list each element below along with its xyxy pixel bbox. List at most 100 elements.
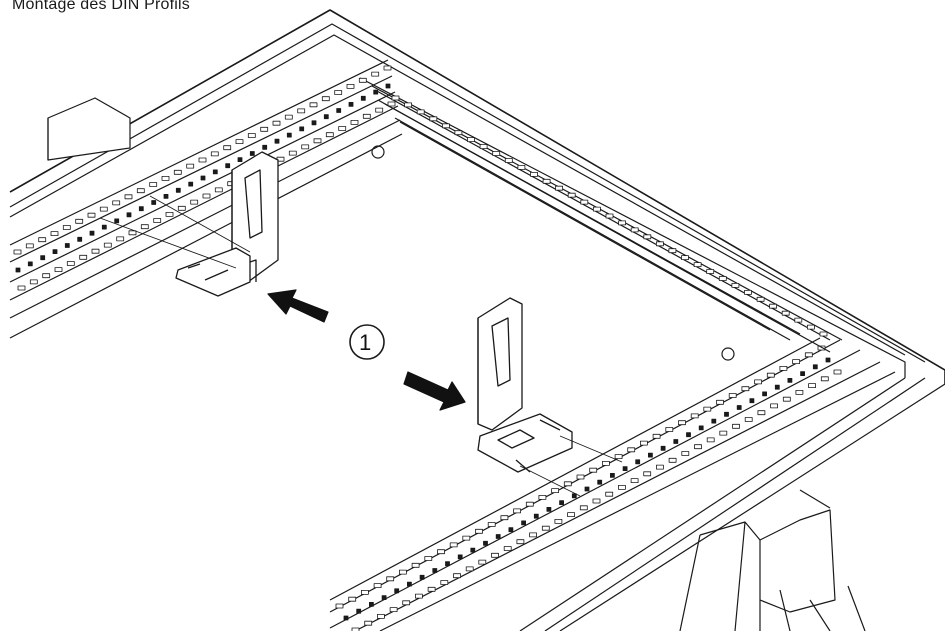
rail-hole: [343, 615, 349, 621]
rail-hole: [212, 169, 218, 175]
rail-hole: [336, 108, 342, 113]
rail-hole: [358, 77, 367, 83]
rail-hole: [627, 447, 636, 453]
rail-hole: [525, 501, 534, 507]
rail-hole: [427, 586, 436, 592]
rail-hole: [503, 546, 512, 551]
rail-hole: [356, 608, 362, 614]
rail-hole: [404, 102, 413, 108]
rail-hole: [103, 242, 112, 248]
rail-hole: [25, 243, 34, 249]
rail-hole: [140, 224, 149, 230]
rail-hole: [635, 459, 641, 465]
rail-hole: [817, 345, 826, 351]
rail-hole: [656, 464, 664, 470]
rail-hole: [398, 569, 407, 575]
rail-hole: [385, 83, 391, 89]
rail-hole: [698, 425, 704, 431]
rail-hole: [567, 192, 576, 198]
rail-hole: [567, 512, 575, 517]
rail-hole: [325, 132, 334, 138]
rail-hole: [630, 227, 639, 233]
rail-hole: [17, 285, 26, 291]
rail-hole: [660, 445, 666, 451]
rail-hole: [286, 132, 292, 138]
rail-hole: [114, 218, 120, 224]
rail-hole: [126, 212, 132, 218]
rail-hole: [576, 474, 585, 480]
rail-hole: [719, 430, 728, 436]
callout-1: 1: [349, 324, 385, 360]
rail-hole: [249, 151, 255, 156]
callout-number: 1: [359, 330, 371, 355]
rail-hole: [716, 399, 724, 405]
rail-hole: [128, 230, 137, 236]
rail-hole: [741, 386, 750, 392]
rail-hole: [387, 101, 396, 107]
rail-hole: [411, 562, 420, 568]
rail-hole: [214, 187, 223, 193]
rail-hole: [580, 199, 589, 205]
rail-hole: [516, 539, 525, 545]
right-bracket: [477, 297, 623, 497]
rail-hole: [38, 237, 47, 243]
rail-hole: [66, 261, 75, 266]
rail-hole: [406, 581, 412, 587]
rail-hole: [313, 138, 322, 144]
rail-hole: [690, 413, 699, 419]
rail-hole: [173, 169, 182, 175]
arrow-right-icon: [403, 371, 466, 411]
rail-hole: [706, 269, 715, 274]
rail-hole: [64, 243, 70, 248]
rail-hole: [787, 377, 793, 383]
rail-hole: [323, 114, 329, 120]
rail-hole: [656, 241, 664, 247]
rail-hole: [364, 620, 373, 626]
rail-hole: [190, 199, 199, 205]
rail-hole: [348, 102, 354, 107]
rail-hole: [297, 108, 306, 114]
rail-hole: [274, 138, 280, 144]
rail-hole: [718, 276, 727, 281]
rail-hole: [517, 164, 526, 170]
rail-hole: [334, 90, 343, 95]
rail-hole: [441, 123, 450, 129]
rail-hole: [161, 175, 170, 181]
rail-hole: [101, 224, 107, 230]
rail-hole: [373, 89, 379, 95]
rail-hole: [165, 211, 174, 217]
rail-hole: [678, 420, 686, 426]
rail-hole: [770, 403, 778, 409]
rail-hole: [500, 515, 509, 521]
left-bracket: [99, 151, 279, 297]
rail-hole: [247, 133, 256, 138]
rail-hole: [665, 427, 674, 432]
rail-hole: [630, 478, 639, 484]
rail-hole: [437, 549, 445, 555]
rail-hole: [383, 65, 392, 71]
rail-hole: [711, 418, 717, 424]
rail-hole: [622, 466, 628, 472]
rail-hole: [371, 71, 380, 77]
rail-hole: [703, 406, 712, 412]
rail-hole: [429, 116, 438, 122]
rail-hole: [116, 236, 125, 242]
rail-hole: [728, 393, 737, 398]
rail-hole: [163, 193, 169, 199]
rail-hole: [198, 157, 207, 163]
bottom-rail-holes: [335, 345, 842, 631]
rail-hole: [643, 234, 652, 240]
rail-hole: [754, 379, 762, 385]
rail-hole: [362, 113, 371, 119]
rail-hole: [769, 303, 777, 309]
rail-hole: [351, 627, 360, 631]
rail-hole: [91, 248, 100, 254]
rail-hole: [394, 588, 400, 594]
rail-hole: [465, 566, 474, 572]
rail-hole: [42, 273, 51, 279]
rail-hole: [593, 206, 601, 212]
rail-hole: [360, 95, 366, 101]
rail-hole: [260, 126, 269, 132]
rail-hole: [808, 383, 816, 389]
